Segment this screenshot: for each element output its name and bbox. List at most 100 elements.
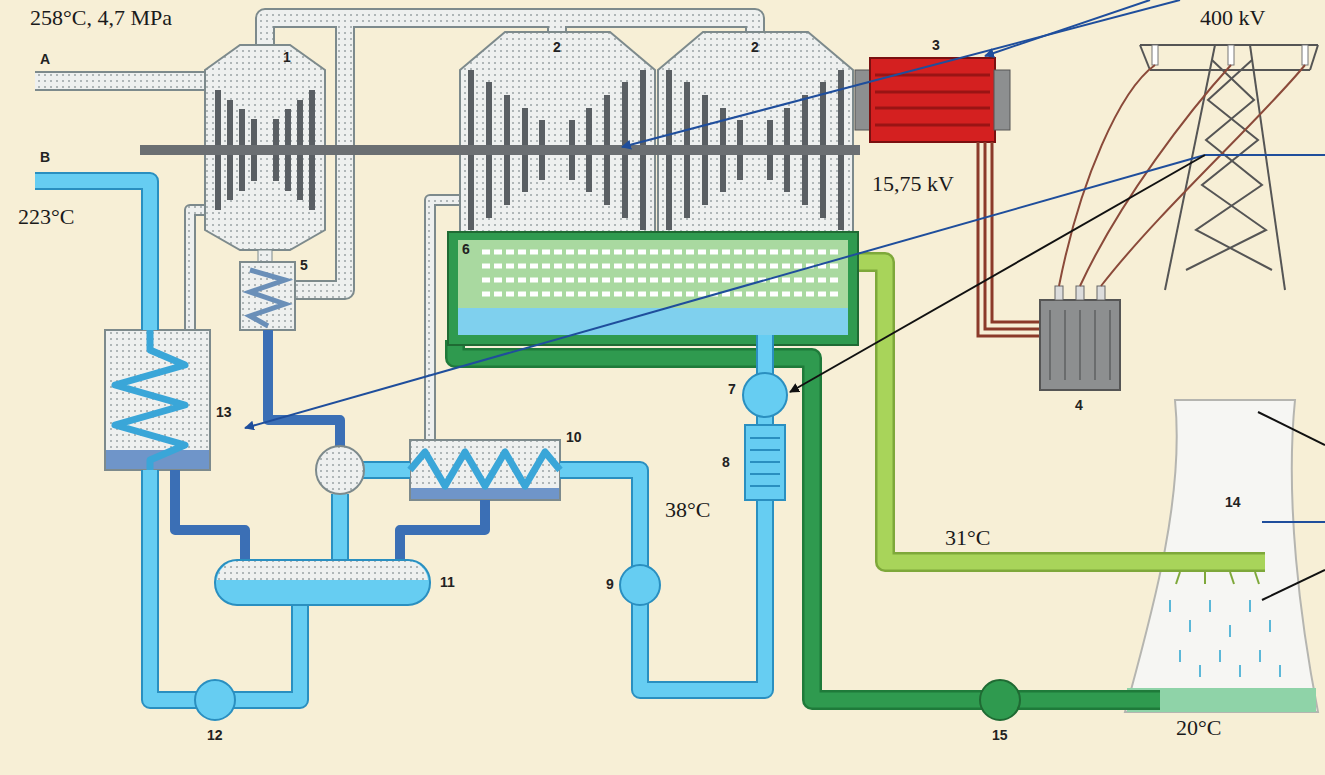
rain-drop	[1179, 650, 1181, 662]
conductor	[1059, 65, 1155, 286]
tube-row	[482, 264, 840, 269]
rain-drop	[1169, 600, 1171, 612]
callout-number: 10	[566, 430, 582, 445]
fin	[1079, 310, 1081, 380]
condensate-pipe-outline	[560, 335, 765, 690]
warm-water-pipe	[848, 262, 1265, 562]
value-label: 20°C	[1176, 716, 1221, 740]
callout-number: 2	[553, 40, 561, 55]
tube-row	[482, 250, 840, 255]
drain-pipe	[400, 500, 485, 562]
leader-line	[790, 155, 1205, 392]
rain-drop	[1269, 620, 1271, 632]
cable	[992, 142, 1040, 322]
callout-number: 12	[207, 728, 223, 743]
moisture-separator	[240, 262, 295, 330]
transformer	[1040, 300, 1120, 390]
tower-rain	[1170, 600, 1280, 677]
bushing	[1076, 286, 1084, 300]
plate	[750, 449, 780, 451]
pylon-arm	[1150, 69, 1310, 71]
callout-number: 8	[722, 455, 730, 470]
lp-turbine	[460, 32, 655, 240]
cold-water-pipe	[455, 340, 1160, 700]
fin	[1094, 310, 1096, 380]
value-label: 38°C	[665, 498, 710, 522]
feedwater-pipe-outline	[35, 181, 150, 330]
heater-drain-pool	[411, 488, 559, 499]
leader-line	[1205, 154, 1325, 156]
steam-pipe-outline	[35, 71, 210, 91]
winding-line	[875, 91, 990, 94]
condensate-pipe-outline	[331, 494, 349, 562]
fin	[1109, 310, 1111, 380]
insulator	[1228, 45, 1234, 65]
rain-drop	[1279, 665, 1281, 677]
spray-jet	[1204, 572, 1206, 584]
rain-drop	[1239, 665, 1241, 677]
generator	[870, 58, 995, 142]
rain-drop	[1229, 625, 1231, 637]
callout-number: 5	[300, 258, 308, 273]
pylon-brace	[1310, 45, 1318, 70]
spray-jet	[1255, 572, 1259, 584]
callout-number: 15	[992, 728, 1008, 743]
condenser-shell	[458, 240, 848, 335]
condensate-pipe	[333, 494, 347, 562]
plate	[750, 473, 780, 475]
conductor	[1080, 65, 1231, 286]
transformer-fins	[1050, 310, 1110, 380]
extraction-pipe-outline	[190, 210, 205, 332]
rain-drop	[1209, 600, 1211, 612]
pump-15	[980, 680, 1020, 720]
insulators	[1152, 45, 1308, 65]
winding-line	[875, 124, 990, 127]
leader-line	[985, 0, 1150, 56]
callout-number: 9	[606, 577, 614, 592]
pylon-lattice	[1186, 60, 1266, 270]
insulator	[1152, 45, 1158, 65]
winding-line	[875, 107, 990, 110]
exchanger-8	[745, 425, 785, 500]
tube-row	[482, 292, 840, 297]
pylon-brace	[1140, 45, 1150, 70]
spray-jet	[1176, 572, 1180, 584]
bushing	[1055, 286, 1063, 300]
turbine-shaft	[140, 145, 860, 155]
callout-number: 6	[462, 242, 470, 257]
deaerator-head	[316, 446, 364, 494]
rain-drop	[1249, 600, 1251, 612]
line-conductors	[1059, 65, 1305, 286]
cold-water-pipe-outline	[455, 340, 1160, 700]
callout-number: 2	[751, 40, 759, 55]
callout-number: 3	[932, 38, 940, 53]
extraction-pipe	[190, 210, 205, 332]
pump-12	[195, 680, 235, 720]
generator-cap	[855, 70, 871, 130]
condensate-pipe	[560, 335, 765, 690]
feedwater-pipe-b	[35, 181, 150, 330]
callout-number: 1	[283, 50, 291, 65]
callout-number: 7	[728, 382, 736, 397]
tank-steam-space	[217, 561, 428, 580]
value-label: 400 kV	[1200, 6, 1265, 30]
cable	[978, 142, 1040, 336]
value-label: 223°C	[18, 205, 74, 229]
tube-row	[482, 278, 840, 283]
callout-number: 4	[1075, 398, 1083, 413]
rain-drop	[1259, 650, 1261, 662]
pump-9	[620, 565, 660, 605]
insulator	[1302, 45, 1308, 65]
heater-13	[105, 330, 210, 470]
value-label: 15,75 kV	[872, 172, 954, 196]
plate	[750, 485, 780, 487]
pylon-leg	[1250, 45, 1285, 290]
separator-coil	[250, 270, 285, 326]
generator-cap	[994, 70, 1010, 130]
rain-drop	[1199, 665, 1201, 677]
heater-coil	[115, 330, 185, 470]
leader-line	[245, 155, 1205, 428]
warm-water-pipe-outline	[848, 262, 1265, 562]
callout-number: 13	[216, 405, 232, 420]
callout-number: 11	[440, 575, 455, 590]
